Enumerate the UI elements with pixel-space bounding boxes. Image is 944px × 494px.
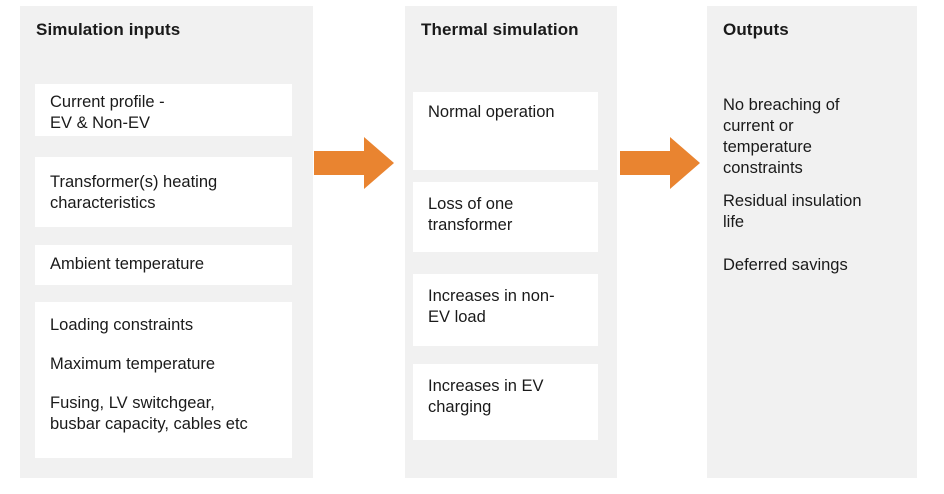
card-current-profile-text: Current profile - EV & Non-EV bbox=[50, 92, 284, 134]
text-line: Normal operation bbox=[428, 103, 555, 121]
card-loss-of-one-transformer: Loss of one transformer bbox=[413, 182, 598, 252]
output-item-deferred-savings: Deferred savings bbox=[723, 255, 898, 276]
arrow-inputs-to-thermal-icon bbox=[314, 137, 394, 189]
arrow-thermal-to-outputs-icon bbox=[620, 137, 700, 189]
text-line: Residual insulation bbox=[723, 192, 862, 210]
text-line: Increases in non- bbox=[428, 287, 555, 305]
card-current-profile: Current profile - EV & Non-EV bbox=[35, 84, 292, 136]
text-line: life bbox=[723, 213, 745, 231]
panel-title-outputs: Outputs bbox=[723, 20, 789, 39]
text-line: charging bbox=[428, 398, 492, 416]
card-transformer-heating: Transformer(s) heating characteristics bbox=[35, 157, 292, 227]
card-constraints-text-maxtemp: Maximum temperature bbox=[50, 354, 284, 375]
card-loss-of-one-transformer-text: Loss of one transformer bbox=[428, 194, 590, 236]
text-line: constraints bbox=[723, 159, 803, 177]
text-line: Ambient temperature bbox=[50, 255, 205, 273]
text-line: transformer bbox=[428, 216, 513, 234]
text-line: Loading constraints bbox=[50, 316, 194, 334]
card-constraints-text-fusing: Fusing, LV switchgear, busbar capacity, … bbox=[50, 393, 284, 435]
card-ambient-temperature: Ambient temperature bbox=[35, 245, 292, 285]
text-line: EV & Non-EV bbox=[50, 114, 150, 132]
text-line: Loss of one bbox=[428, 195, 514, 213]
card-increases-non-ev-load: Increases in non- EV load bbox=[413, 274, 598, 346]
panel-title-simulation-inputs: Simulation inputs bbox=[36, 20, 181, 39]
text-line: Maximum temperature bbox=[50, 355, 216, 373]
card-normal-operation-text: Normal operation bbox=[428, 102, 590, 123]
card-transformer-heating-text: Transformer(s) heating characteristics bbox=[50, 172, 284, 214]
text-line: temperature bbox=[723, 138, 812, 156]
card-constraints: Loading constraints Maximum temperature … bbox=[35, 302, 292, 458]
text-line: busbar capacity, cables etc bbox=[50, 415, 248, 433]
text-line: No breaching of bbox=[723, 96, 840, 114]
card-constraints-text-loading: Loading constraints bbox=[50, 315, 284, 336]
panel-outputs bbox=[707, 6, 917, 478]
text-line: Current profile - bbox=[50, 93, 165, 111]
card-increases-ev-charging: Increases in EV charging bbox=[413, 364, 598, 440]
panel-title-thermal-simulation: Thermal simulation bbox=[421, 20, 579, 39]
text-line: EV load bbox=[428, 308, 486, 326]
card-ambient-temperature-text: Ambient temperature bbox=[50, 254, 284, 275]
output-item-no-breaching: No breaching of current or temperature c… bbox=[723, 95, 898, 179]
text-line: Transformer(s) heating bbox=[50, 173, 218, 191]
card-increases-ev-charging-text: Increases in EV charging bbox=[428, 376, 590, 418]
text-line: Fusing, LV switchgear, bbox=[50, 394, 215, 412]
text-line: Increases in EV bbox=[428, 377, 544, 395]
text-line: current or bbox=[723, 117, 794, 135]
card-normal-operation: Normal operation bbox=[413, 92, 598, 170]
text-line: characteristics bbox=[50, 194, 156, 212]
card-increases-non-ev-load-text: Increases in non- EV load bbox=[428, 286, 590, 328]
text-line: Deferred savings bbox=[723, 256, 848, 274]
output-item-residual-insulation-life: Residual insulation life bbox=[723, 191, 898, 233]
